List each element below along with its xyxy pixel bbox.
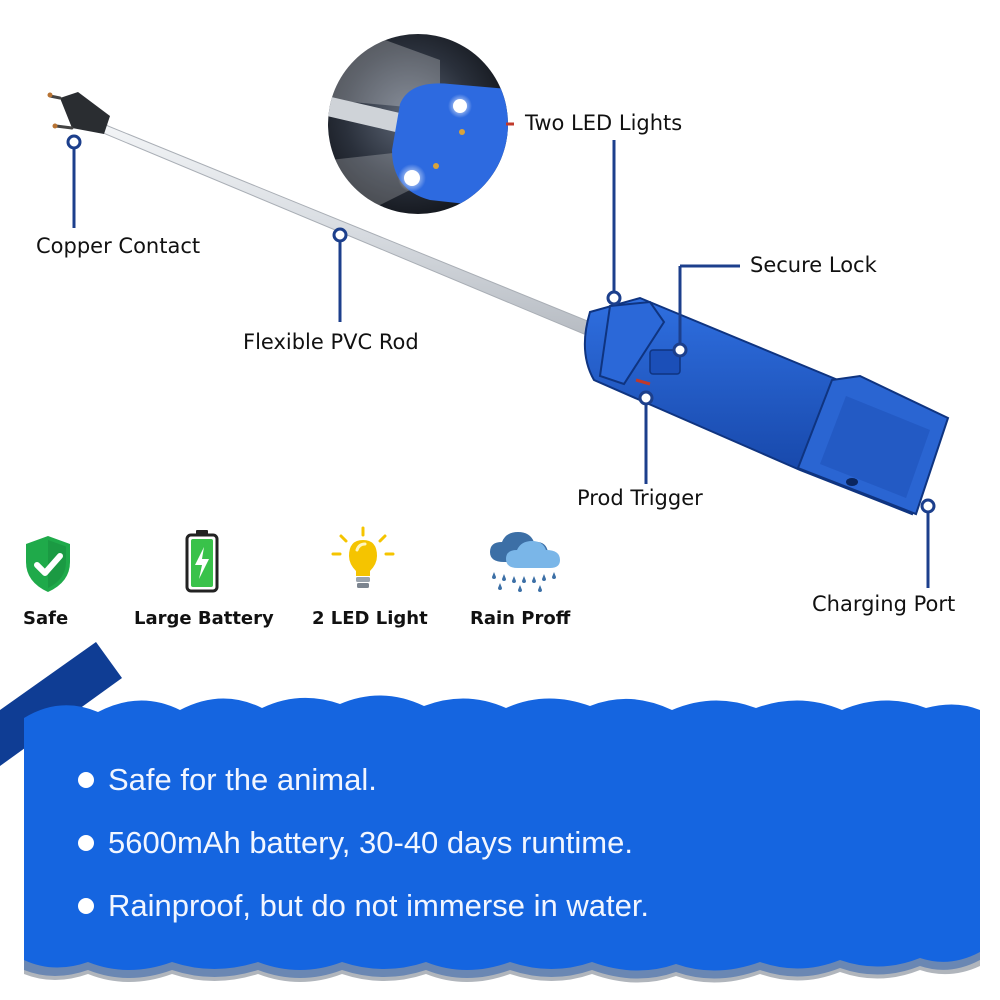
bullet-text: Safe for the animal. [108,762,377,797]
shield-check-icon [26,536,70,592]
copper-contact-tip [47,92,110,134]
feature-label-large-battery: Large Battery [134,608,274,629]
callout-lines [72,122,930,588]
callout-flexible-pvc-rod: Flexible PVC Rod [243,330,419,354]
feature-label-2-led-light: 2 LED Light [312,608,428,629]
rain-cloud-icon [490,532,560,592]
bullet-item: Safe for the animal. [78,762,377,798]
prod-handle [583,296,950,516]
info-banner [0,642,980,983]
bullet-dot [78,898,94,914]
callout-secure-lock: Secure Lock [750,253,877,277]
feature-label-safe: Safe [23,608,69,629]
bullet-dot [78,835,94,851]
light-bulb-icon [331,526,395,588]
callout-dots [66,134,936,514]
bullet-item: 5600mAh battery, 30-40 days runtime. [78,825,633,861]
bullet-item: Rainproof, but do not immerse in water. [78,888,649,924]
led-zoom-inset [328,34,508,214]
bullet-text: Rainproof, but do not immerse in water. [108,888,650,923]
feature-label-rain-proff: Rain Proff [470,608,571,629]
product-illustration [47,34,950,588]
battery-icon [185,530,219,593]
bullet-dot [78,772,94,788]
callout-charging-port: Charging Port [812,592,956,616]
callout-two-led-lights: Two LED Lights [525,111,683,135]
callout-copper-contact: Copper Contact [36,234,201,258]
bullet-text: 5600mAh battery, 30-40 days runtime. [108,825,633,860]
callout-prod-trigger: Prod Trigger [577,486,703,510]
